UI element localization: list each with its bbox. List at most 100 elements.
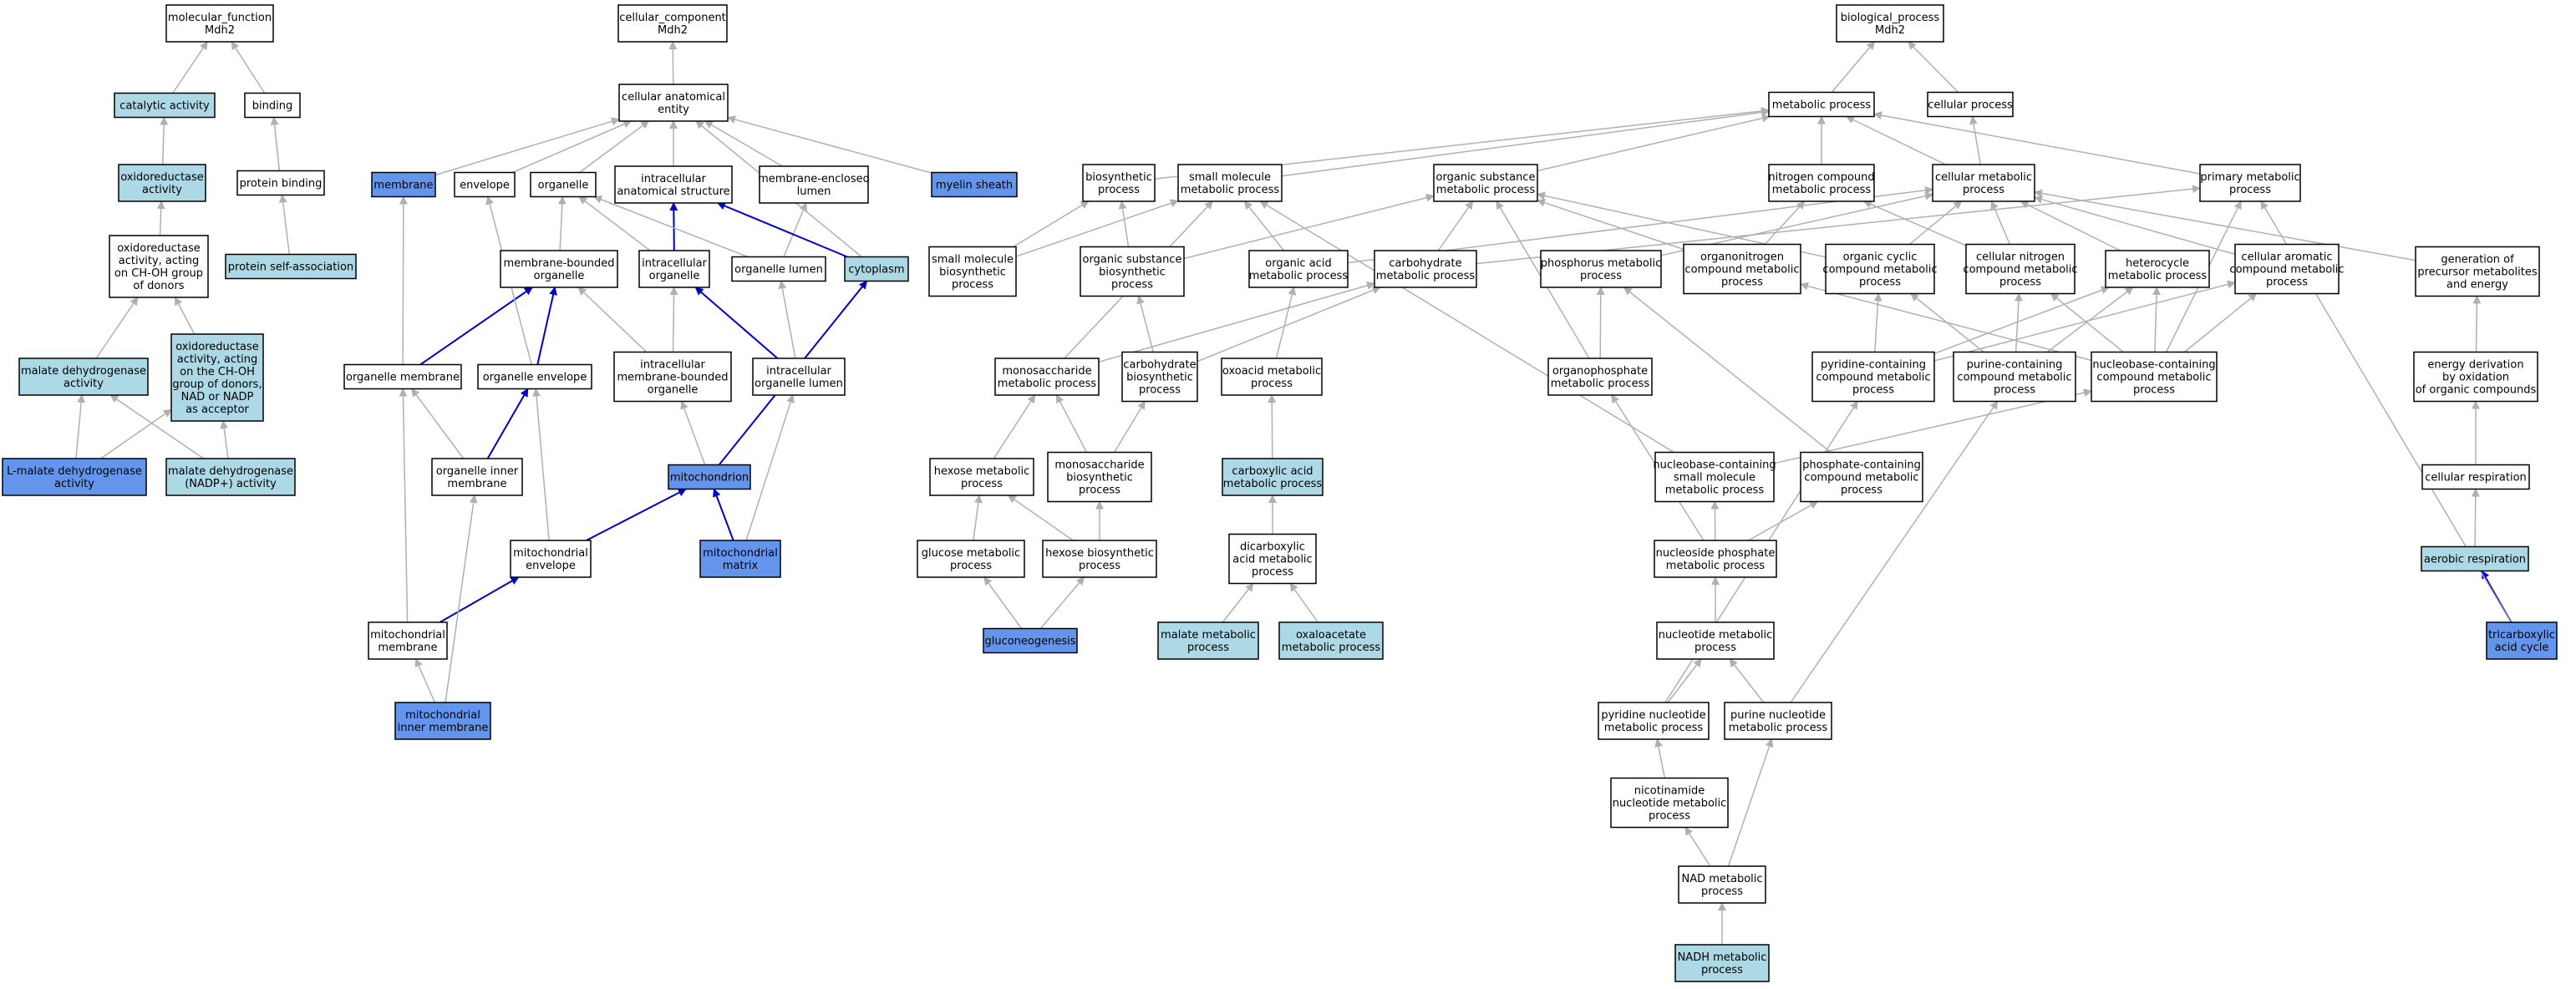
edge-gng-to-glcmp <box>983 576 1023 629</box>
term-node-catact[interactable]: catalytic activity <box>114 92 216 119</box>
term-node-cellproc[interactable]: cellular process <box>1927 91 2014 118</box>
term-node-myelin[interactable]: myelin sheath <box>931 171 1018 198</box>
term-label-line: membrane <box>378 642 437 654</box>
term-node-malnadp[interactable]: malate dehydrogenase(NADP+) activity <box>165 458 296 496</box>
term-node-cytoplasm[interactable]: cytoplasm <box>844 256 909 282</box>
term-label-line: metabolic process <box>1181 184 1280 196</box>
term-label-line: biosynthetic <box>1126 372 1193 384</box>
term-node-protself[interactable]: protein self-association <box>225 253 357 280</box>
term-node-aresp[interactable]: aerobic respiration <box>2421 545 2529 572</box>
term-node-omem[interactable]: organelle membrane <box>343 363 462 390</box>
edge-oenv-to-mbo <box>536 287 558 365</box>
term-label-line: organic acid <box>1265 257 1331 270</box>
term-node-binding[interactable]: binding <box>244 92 301 119</box>
term-label-line: NAD metabolic <box>1681 873 1762 885</box>
edge-cncmp-to-cmp <box>1990 200 2011 245</box>
term-label-line: (NADP+) activity <box>185 478 277 490</box>
term-label-line: process <box>1701 885 1743 898</box>
term-node-envelope[interactable]: envelope <box>454 171 516 198</box>
term-node-metab[interactable]: metabolic process <box>1768 91 1875 118</box>
term-node-organelle[interactable]: organelle <box>530 171 597 198</box>
term-node-gng[interactable]: gluconeogenesis <box>983 627 1078 654</box>
term-box <box>1598 702 1710 740</box>
edge-cacmp-to-cmp <box>2034 195 2236 256</box>
term-label-line: organic substance <box>1436 171 1536 184</box>
term-node-membrane[interactable]: membrane <box>371 171 436 198</box>
term-label: envelope <box>460 180 510 192</box>
term-node-cresp[interactable]: cellular respiration <box>2421 464 2530 490</box>
term-node-olumen[interactable]: organelle lumen <box>731 256 826 282</box>
term-box <box>931 171 1018 198</box>
term-node-oenv[interactable]: organelle envelope <box>477 363 592 390</box>
edge-camp-to-oxamp <box>1268 394 1277 459</box>
term-node-protbind[interactable]: protein binding <box>236 170 325 196</box>
term-node-mito[interactable]: mitochondrion <box>668 464 751 490</box>
